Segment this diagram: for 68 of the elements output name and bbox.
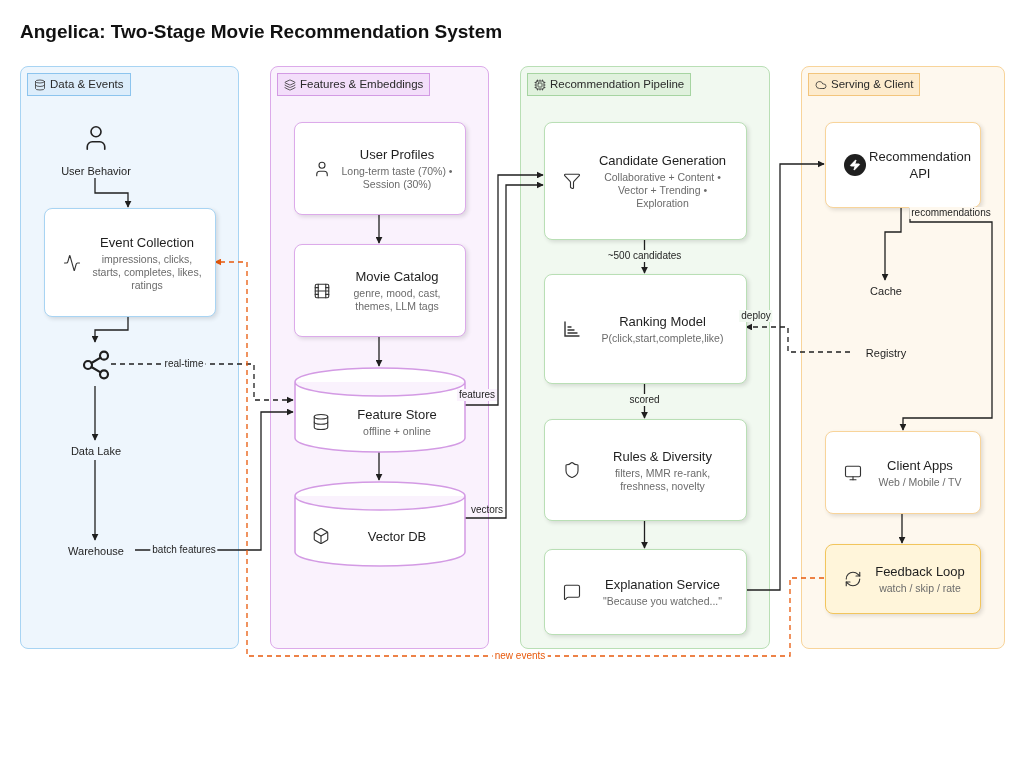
node-description: impressions, clicks, starts, completes, likes, ratings — [91, 252, 203, 292]
edge-label: vectors — [469, 504, 505, 516]
node-label: Registry — [851, 343, 921, 363]
arrow — [464, 171, 544, 406]
arrow — [375, 451, 383, 481]
group-panel — [801, 66, 1005, 649]
node-description: "Because you watched..." — [603, 595, 722, 608]
arrow — [91, 315, 129, 343]
process-card — [825, 431, 981, 514]
process-card — [544, 419, 747, 521]
process-card — [544, 122, 747, 240]
edge-label: features — [456, 389, 498, 401]
node-title: Explanation Service — [605, 576, 720, 593]
process-card — [294, 244, 466, 337]
process-card — [825, 544, 981, 614]
node-title: User Profiles — [359, 146, 435, 163]
process-card — [544, 549, 747, 635]
arrow — [745, 160, 825, 591]
node-title: Recommendation API — [869, 148, 971, 182]
node-label: Data Lake — [56, 441, 136, 461]
process-card — [44, 208, 216, 317]
group-panel — [20, 66, 239, 649]
node-title: Candidate Generation — [598, 152, 727, 169]
arrow — [745, 323, 851, 353]
node-title: Client Apps — [887, 456, 953, 474]
diagram-title: Angelica: Two-Stage Movie Recommendation System — [20, 20, 503, 44]
node-description: Collaborative + Content • Vector + Trending • Exploration — [603, 171, 722, 210]
node-description: offline + online — [363, 425, 431, 438]
arrow — [898, 512, 906, 544]
edge-label: real-time — [162, 358, 206, 370]
node-title: Movie Catalog — [355, 268, 439, 285]
node-description: watch / skip / rate — [879, 582, 961, 595]
node-label: User Behavior — [61, 163, 131, 179]
arrow — [94, 177, 132, 208]
node-title: Feature Store — [357, 406, 437, 423]
node-title: Vector DB — [367, 527, 427, 545]
edge-label: deploy — [739, 310, 773, 322]
arrow — [881, 206, 902, 281]
node-description: P(click,start,complete,like) — [601, 332, 724, 345]
node-description: Long-term taste (70%) • Session (30%) — [341, 165, 453, 191]
process-card — [294, 122, 466, 215]
group-title: Data & Events — [50, 77, 124, 92]
arrow — [375, 335, 383, 367]
group-panel — [520, 66, 770, 649]
arrow — [214, 258, 825, 657]
node-title: Ranking Model — [619, 313, 706, 330]
process-card — [825, 122, 981, 208]
node-title: Rules & Diversity — [613, 447, 712, 465]
group-title: Features & Embeddings — [300, 77, 424, 92]
edge-label: new events — [492, 650, 548, 662]
node-description: filters, MMR re-rank, freshness, novelty — [613, 466, 712, 493]
group-title: Recommendation Pipeline — [550, 77, 685, 92]
node-label: Warehouse — [56, 541, 136, 561]
node-label: Cache — [846, 281, 926, 301]
edge-label: recommendations — [909, 207, 993, 219]
edge-label: scored — [627, 394, 662, 406]
edge-label: batch features — [150, 544, 218, 556]
node-title: Feedback Loop — [875, 563, 965, 580]
node-description: genre, mood, cast, themes, LLM tags — [352, 287, 442, 313]
arrow — [375, 213, 383, 244]
arrow — [91, 459, 99, 541]
edge-label: ~500 candidates — [605, 250, 684, 262]
node-title: Event Collection — [100, 233, 194, 251]
group-title: Serving & Client — [831, 77, 914, 92]
node-description: Web / Mobile / TV — [878, 475, 962, 489]
arrow — [91, 385, 99, 441]
arrow — [464, 181, 544, 519]
arrow — [641, 519, 648, 549]
